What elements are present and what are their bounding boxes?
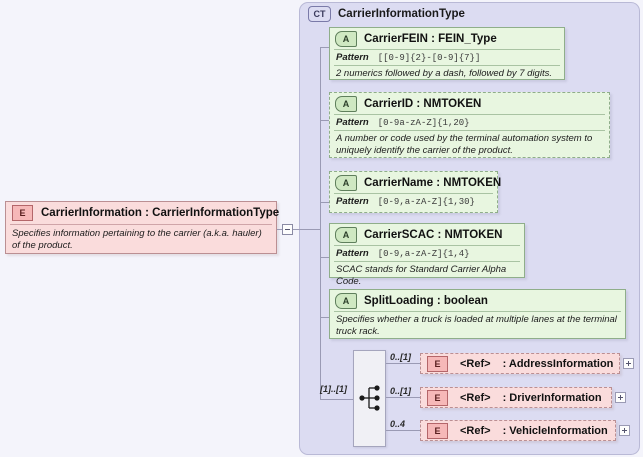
facet-label: Pattern [336,196,369,207]
connector-root-to-collapse [277,229,282,230]
attribute-box-carrierid[interactable]: A CarrierID : NMTOKEN Pattern [0-9a-zA-Z… [329,92,610,158]
attribute-title: SplitLoading : boolean [364,294,488,307]
ref-tag: <Ref> [460,391,491,404]
element-badge: E [427,422,448,439]
attribute-header: A CarrierSCAC : NMTOKEN [330,224,524,245]
ref-row: E <Ref> : DriverInformation [421,388,611,407]
facet-value: [[0-9]{2}-[0-9]{7}] [377,53,481,63]
ref-element-address-information[interactable]: E <Ref> : AddressInformation [420,353,620,374]
attribute-box-carriername[interactable]: A CarrierName : NMTOKEN Pattern [0-9,a-z… [329,171,501,213]
branch-carriername [320,202,330,203]
attribute-documentation: A number or code used by the terminal au… [336,133,593,156]
root-element-header: E CarrierInformation : CarrierInformatio… [6,202,280,224]
divider [334,114,605,115]
facet-label: Pattern [336,52,369,63]
ref-tag: <Ref> [460,357,491,370]
root-element-box[interactable]: E CarrierInformation : CarrierInformatio… [5,201,280,254]
occurrence-sequence: [1]..[1] [320,384,347,394]
facet-row: Pattern [0-9a-zA-Z]{1,20} [330,115,609,130]
attribute-title: CarrierName : NMTOKEN [364,176,502,189]
branch-carrierscac [320,257,330,258]
ref-name: : VehicleInformation [502,424,608,437]
attribute-header: A CarrierFEIN : FEIN_Type [330,28,564,49]
expand-toggle-vehicle[interactable] [619,425,630,436]
occurrence-vehicle: 0..4 [390,419,406,429]
facet-label: Pattern [336,117,369,128]
attribute-box-carrierfein[interactable]: A CarrierFEIN : FEIN_Type Pattern [[0-9]… [329,27,565,80]
attribute-documentation: 2 numerics followed by a dash, followed … [336,68,552,79]
branch-carrierfein [320,47,330,48]
element-badge: E [12,205,33,221]
ref-name: : DriverInformation [502,391,602,404]
attribute-box-splitloading[interactable]: A SplitLoading : boolean Specifies wheth… [329,289,626,339]
divider [334,49,560,50]
occurrence-driver: 0..[1] [390,386,412,396]
ref-tag: <Ref> [460,424,491,437]
complextype-badge: CT [308,5,331,22]
connector-driver [386,397,420,398]
divider [334,261,520,262]
divider [334,65,560,66]
attribute-badge: A [335,30,357,47]
attribute-title: CarrierID : NMTOKEN [364,97,482,110]
attribute-documentation: SCAC stands for Standard Carrier Alpha C… [336,264,507,287]
facet-label: Pattern [336,248,369,259]
element-badge: E [427,355,448,372]
attribute-title: CarrierFEIN : FEIN_Type [364,32,497,45]
sequence-compositor-box[interactable] [353,350,386,447]
ref-element-driver-information[interactable]: E <Ref> : DriverInformation [420,387,612,408]
attribute-box-carrierscac[interactable]: A CarrierSCAC : NMTOKEN Pattern [0-9,a-z… [329,223,525,287]
connector-address [386,363,420,364]
divider [10,224,272,225]
expand-toggle-driver[interactable] [615,392,626,403]
attribute-badge: A [335,95,357,112]
attribute-title: CarrierSCAC : NMTOKEN [364,228,503,241]
facet-row: Pattern [[0-9]{2}-[0-9]{7}] [330,50,564,65]
ref-row: E <Ref> : VehicleInformation [421,421,615,440]
branch-sequence [320,399,353,400]
divider [334,245,520,246]
sequence-icon [359,385,380,411]
connector-vehicle [386,430,420,431]
collapse-toggle-root[interactable] [282,224,293,235]
divider [334,311,621,312]
branch-splitloading [320,317,330,318]
facet-value: [0-9,a-zA-Z]{1,4} [377,249,470,259]
attribute-header: A CarrierID : NMTOKEN [330,93,609,114]
attribute-badge: A [335,226,357,243]
ref-name: : AddressInformation [502,357,614,370]
complextype-title: CarrierInformationType [338,7,465,20]
facet-value: [0-9a-zA-Z]{1,20} [377,118,470,128]
expand-toggle-address[interactable] [623,358,634,369]
attribute-badge: A [335,292,357,309]
ref-row: E <Ref> : AddressInformation [421,354,619,373]
divider [334,130,605,131]
facet-row: Pattern [0-9,a-zA-Z]{1,30} [330,194,497,209]
root-element-title: CarrierInformation : CarrierInformationT… [41,207,280,219]
attribute-documentation: Specifies whether a truck is loaded at m… [336,314,617,337]
complextype-header: CT CarrierInformationType [308,5,465,22]
branch-carrierid [320,120,330,121]
attribute-header: A CarrierName : NMTOKEN [330,172,501,193]
ref-element-vehicle-information[interactable]: E <Ref> : VehicleInformation [420,420,616,441]
facet-row: Pattern [0-9,a-zA-Z]{1,4} [330,246,524,261]
root-element-documentation: Specifies information pertaining to the … [12,228,262,251]
element-badge: E [427,389,448,406]
attribute-header: A SplitLoading : boolean [330,290,625,311]
facet-value: [0-9,a-zA-Z]{1,30} [377,197,475,207]
tree-spine [320,47,321,400]
attribute-badge: A [335,174,357,191]
connector-collapse-to-tree [293,229,321,230]
occurrence-address: 0..[1] [390,352,412,362]
divider [334,193,493,194]
